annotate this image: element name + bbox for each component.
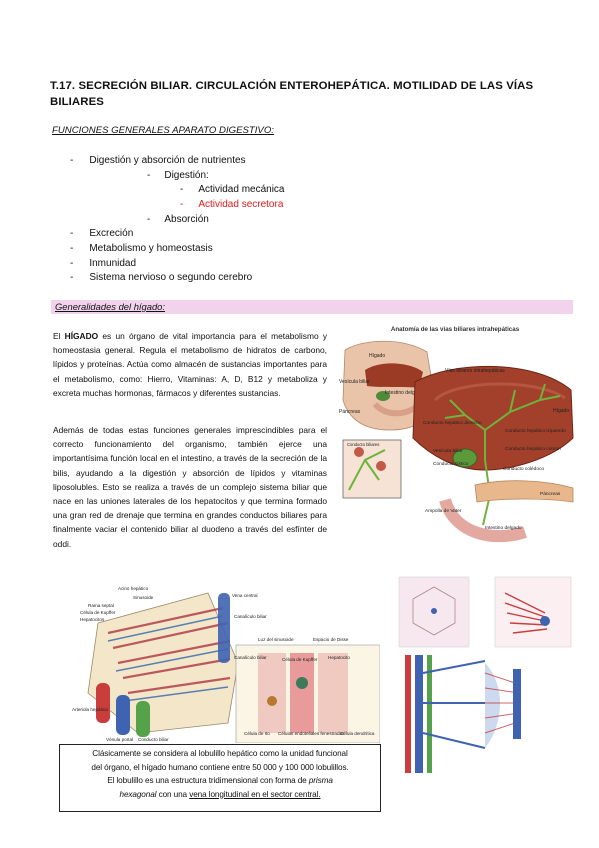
label-conducto-hepatico-derecho: Conducto hepático derecho [423,420,482,426]
label-ampolla-vater: Ampolla de Vater [425,508,462,514]
label-canaliculo-2: Canalículo biliar [234,655,267,660]
list-item: -Metabolismo y homeostasis [70,243,213,254]
list-item: -Digestión y absorción de nutrientes [70,155,246,166]
label-acino: Acino hepático [118,586,149,591]
label-espacio-disse: Espacio de Disse [313,637,349,642]
label-arteriola: Arteriola hepática [72,707,108,712]
label-conducto-biliar: Conducto biliar [138,737,169,742]
figure-liver-lobule: Acino hepático Sinusoide Rama septal Cél… [58,583,380,743]
label-higado-small: Hígado [369,353,385,359]
label-vias-biliares: Vías biliares intrahepáticas [445,368,505,374]
label-conducto-hepatico-comun: Conducto hepático común [505,446,561,452]
caption-line: hexagonal con una vena longitudinal en e… [119,789,321,799]
label-luz-sinusoide: Luz del sinusoide [258,637,294,642]
label-endoteliales: Células endoteliales fenestradas [278,731,345,736]
label-dendritica: Célula dendrítica [340,731,375,736]
list-item: -Absorción [147,214,209,225]
figure-lobule-schematic [395,573,575,778]
label-vena-central: Vena central [232,593,258,598]
section-heading-band: Generalidades del hígado: [51,300,573,314]
caption-line: El lobulillo es una estructura tridimens… [107,776,333,785]
list-item: -Actividad mecánica [180,184,285,195]
label-hepatocitos: Hepatocitos [80,617,105,622]
label-vesicula: Vesícula biliar [433,448,463,454]
list-item-highlighted: -Actividad secretora [180,199,284,210]
label-inset: Conducto biliares [347,442,379,447]
caption-line: Clásicamente se considera al lobulillo h… [92,749,348,758]
list-item: -Excreción [70,228,134,239]
section-heading-funciones: FUNCIONES GENERALES APARATO DIGESTIVO: [52,125,274,136]
label-hepatocito: Hepatocito [328,655,350,660]
label-pancreas-small: Páncreas [339,409,361,415]
label-rama-septal: Rama septal [88,603,114,608]
highlight-higado: HÍGADO [64,331,99,341]
list-item: -Digestión: [147,170,209,181]
label-intestino-delgado: Intestino delgado [485,525,522,531]
label-sinusoide: Sinusoide [133,595,154,600]
label-higado: Hígado [553,408,569,414]
caption-line: del órgano, el hígado humano contiene en… [91,762,349,772]
list-item: -Inmunidad [70,258,137,269]
list-item: -Sistema nervioso o segundo cerebro [70,272,253,283]
caption-box: Clásicamente se considera al lobulillo h… [59,744,381,812]
label-conducto-cistico: Conducto cístico [433,461,469,467]
label-pancreas: Páncreas [540,491,561,497]
label-vesicula-small: Vesícula biliar [339,379,370,385]
label-ito: Célula de Ito [244,731,270,736]
label-kupffer-2: Célula de Kupffer [282,657,318,662]
paragraph-higado: El HÍGADO es un órgano de vital importan… [53,331,328,398]
section-heading-higado: Generalidades del hígado: [55,301,165,312]
page-title: T.17. SECRECIÓN BILIAR. CIRCULACIÓN ENTE… [50,80,534,108]
label-intestino-small: Intestino delgado [385,390,423,396]
label-venula: Vénula portal [106,737,133,742]
figure-biliary-anatomy: Anatomía de las vías biliares intrahepát… [335,320,575,548]
label-canaliculo: Canalículo biliar [234,614,267,619]
label-conducto-hepatico-izquierdo: Conducto hepático izquierdo [505,428,566,434]
figure-title: Anatomía de las vías biliares intrahepát… [391,326,520,333]
label-conducto-coledoco: Conducto colédoco [503,466,544,472]
paragraph-funciones-locales: Además de todas estas funciones generale… [53,425,327,549]
label-kupffer: Célula de Kupffer [80,610,116,615]
